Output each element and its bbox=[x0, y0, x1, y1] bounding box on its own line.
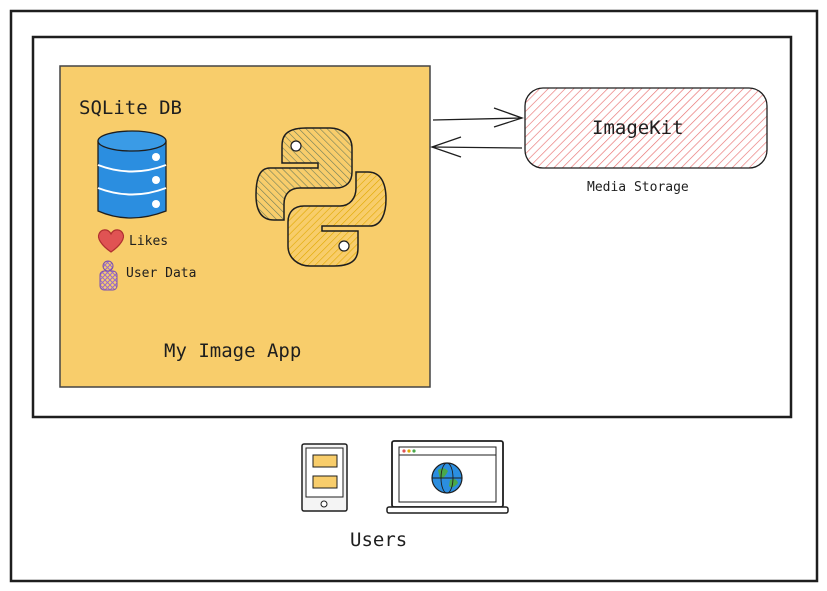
media-storage-caption: Media Storage bbox=[587, 180, 689, 195]
outer-frame bbox=[9, 9, 819, 583]
imagekit-box bbox=[524, 87, 768, 169]
imagekit-label: ImageKit bbox=[592, 117, 684, 139]
response-arrow bbox=[430, 136, 523, 158]
python-logo-icon bbox=[255, 127, 387, 267]
user-data-label: User Data bbox=[126, 266, 197, 281]
app-label: My Image App bbox=[164, 340, 302, 362]
mobile-phone-icon bbox=[301, 443, 348, 512]
server-boundary bbox=[31, 35, 793, 419]
users-label: Users bbox=[350, 529, 408, 551]
database-icon bbox=[97, 130, 167, 219]
request-arrow bbox=[432, 107, 525, 128]
user-data-icon bbox=[99, 260, 118, 291]
likes-label: Likes bbox=[129, 234, 169, 249]
heart-icon bbox=[97, 229, 125, 253]
globe-icon bbox=[431, 462, 463, 494]
db-title: SQLite DB bbox=[79, 97, 182, 119]
